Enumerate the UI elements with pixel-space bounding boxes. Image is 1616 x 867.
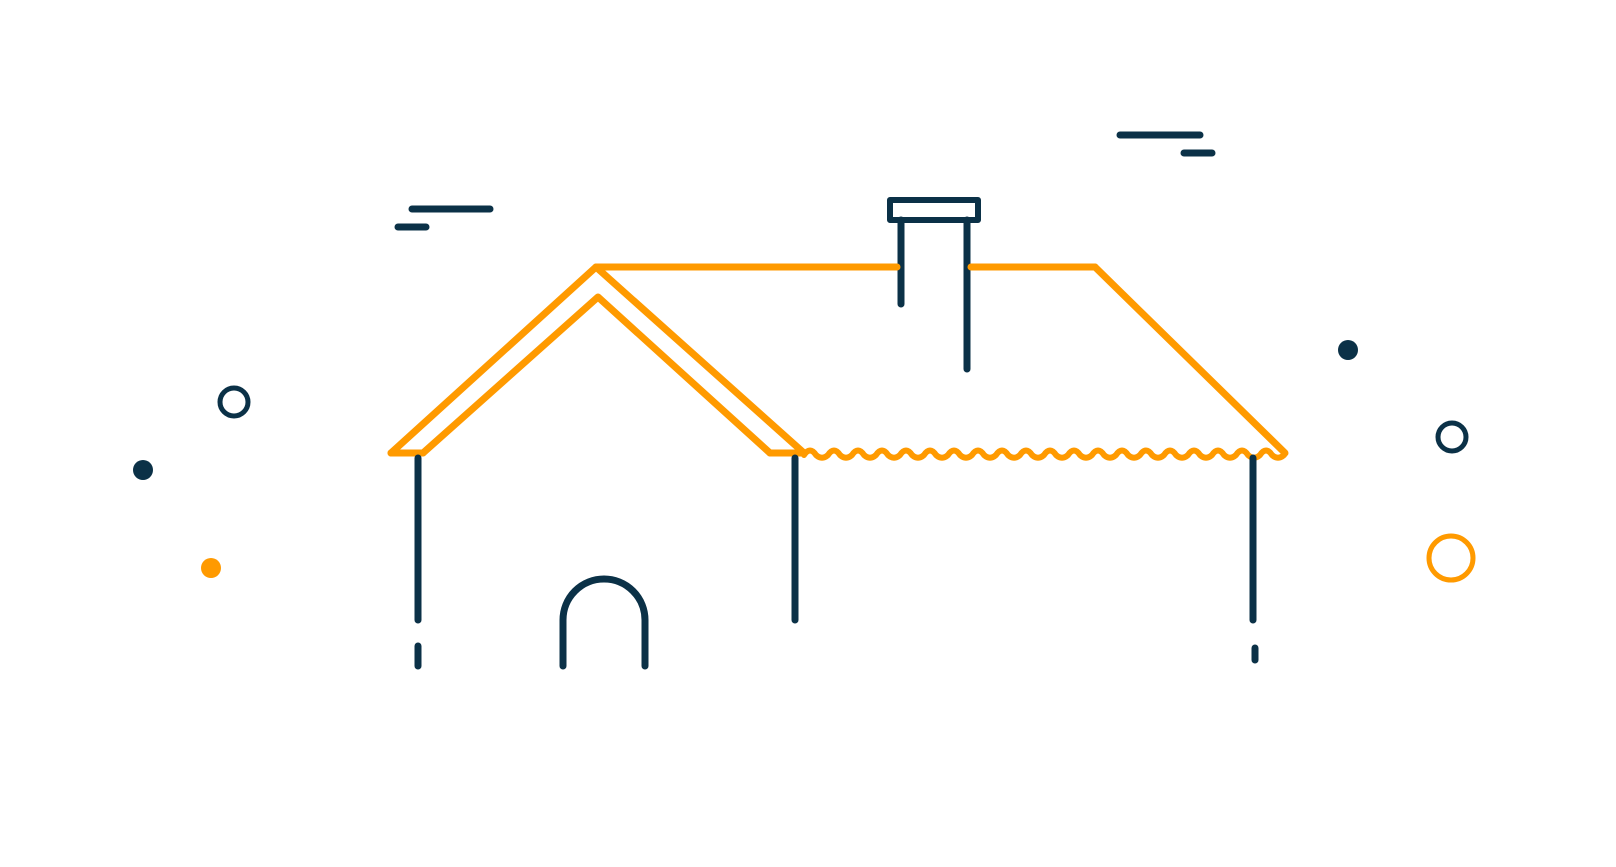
walls xyxy=(414,454,1259,670)
gable-inner xyxy=(419,293,774,457)
navy-dot-left xyxy=(133,460,153,480)
chimney-cap xyxy=(887,197,981,223)
dash-pair-top-right xyxy=(1116,131,1216,157)
roof xyxy=(387,263,1289,461)
arched-door xyxy=(559,575,649,670)
navy-dot-right xyxy=(1338,340,1358,360)
orange-ring-right xyxy=(1426,533,1476,583)
navy-ring-right xyxy=(1435,420,1469,454)
roof-hip-right xyxy=(1091,263,1289,457)
chimney xyxy=(887,197,981,373)
roof-scalloped-gutter xyxy=(801,447,1287,461)
navy-ring-left xyxy=(217,385,251,419)
gable-outer xyxy=(387,263,808,457)
dash-pair-top-left xyxy=(394,205,494,231)
orange-dot-left xyxy=(201,558,221,578)
